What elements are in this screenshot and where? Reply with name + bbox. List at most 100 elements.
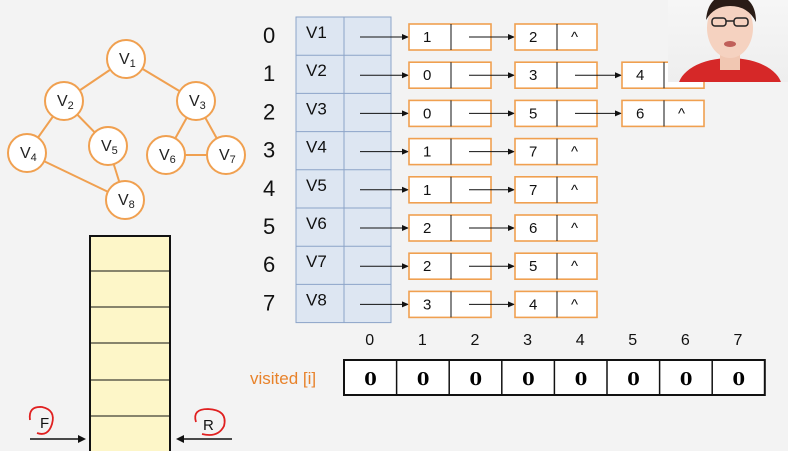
visited-value: 0 — [470, 369, 483, 390]
front-pointer-arrowhead — [78, 435, 86, 443]
visited-value: 0 — [733, 369, 746, 390]
adjacency-row-1: 034^ — [360, 61, 705, 90]
graph-node-label: V1 — [119, 51, 136, 70]
pointer-arrowhead — [508, 34, 515, 40]
graph-edges — [26, 58, 227, 201]
pointer-arrowhead — [508, 301, 515, 308]
adjacency-lists: 12^034^056^17^17^26^25^34^ — [360, 23, 705, 319]
graph-node-circle — [88, 126, 128, 166]
graph-node-v7: V7 — [206, 135, 246, 175]
graph-node-base: V — [118, 192, 129, 209]
rear-circle-mark — [194, 408, 226, 436]
edge-node-value: 1 — [423, 182, 431, 199]
graph-node-circle — [44, 81, 84, 121]
graph-node-label: V3 — [189, 93, 206, 112]
visited-index: 4 — [576, 332, 585, 349]
visited-index: 0 — [365, 332, 374, 349]
visited-value: 0 — [575, 369, 588, 390]
graph-node-sub: 7 — [230, 154, 236, 166]
edge-node-value: 5 — [529, 258, 537, 275]
graph-node-circle — [146, 135, 186, 175]
edge-node-value: 1 — [423, 29, 431, 46]
null-marker: ^ — [571, 220, 578, 237]
edge-node-box — [408, 99, 492, 128]
edge-node-value: 6 — [529, 220, 537, 237]
visited-index: 6 — [681, 332, 690, 349]
pointer-arrowhead — [508, 186, 515, 193]
graph-node-label: V2 — [57, 93, 74, 112]
edge-node-value: 6 — [636, 105, 644, 122]
presenter-video — [668, 0, 788, 82]
vertex-label: V6 — [306, 214, 327, 233]
graph-node-base: V — [159, 147, 170, 164]
row-index: 1 — [263, 61, 275, 86]
graph-node-base: V — [219, 147, 230, 164]
null-marker: ^ — [571, 258, 578, 275]
vertex-label: V8 — [306, 290, 327, 309]
rear-label: R — [203, 417, 214, 434]
visited-value: 0 — [364, 369, 377, 390]
vertex-label: V7 — [306, 252, 327, 271]
row-index: 4 — [263, 176, 275, 201]
pointer-arrowhead — [615, 72, 622, 79]
graph-node-label: V5 — [101, 138, 118, 157]
pointer-arrowhead — [402, 148, 409, 155]
pointer-arrowhead — [615, 110, 622, 117]
edge-node-value: 4 — [529, 296, 537, 313]
graph-node-base: V — [101, 138, 112, 155]
graph-node-circle — [176, 81, 216, 121]
graph-node-circle — [105, 180, 145, 220]
edge-node-value: 7 — [529, 144, 537, 161]
graph-node-v4: V4 — [7, 133, 47, 173]
visited-value: 0 — [522, 369, 535, 390]
pointer-arrowhead — [402, 34, 409, 40]
edge-node-value: 5 — [529, 105, 537, 122]
edge-node-value: 2 — [423, 220, 431, 237]
row-index: 3 — [263, 138, 275, 163]
row-index: 6 — [263, 252, 275, 277]
pointer-arrowhead — [508, 225, 515, 231]
edge-node: 2^ — [514, 23, 598, 51]
graph-node-sub: 2 — [68, 100, 74, 112]
graph-node-sub: 4 — [31, 152, 37, 164]
graph-node-sub: 5 — [112, 145, 118, 157]
visited-index: 1 — [418, 332, 427, 349]
visited-value: 0 — [417, 369, 430, 390]
row-index: 5 — [263, 214, 275, 239]
edge-node: 6^ — [514, 214, 598, 242]
edge-node-value: 0 — [423, 67, 431, 84]
vertex-label: V1 — [306, 23, 327, 42]
null-marker: ^ — [571, 144, 578, 161]
edge-node-box — [621, 99, 705, 128]
edge-node-value: 2 — [423, 258, 431, 275]
pointer-arrowhead — [508, 110, 515, 117]
edge-node-box — [514, 290, 598, 319]
graph-node-label: V4 — [20, 145, 37, 164]
edge-node-box — [514, 23, 598, 51]
edge-node-value: 3 — [423, 296, 431, 313]
edge-node: 6^ — [621, 99, 705, 128]
edge-node-value: 0 — [423, 105, 431, 122]
row-index: 2 — [263, 99, 275, 124]
edge-node-value: 4 — [636, 67, 644, 84]
edge-node: 7^ — [514, 137, 598, 166]
graph-node-base: V — [189, 93, 200, 110]
front-label: F — [40, 415, 49, 432]
visited-index: 7 — [734, 332, 743, 349]
null-marker: ^ — [678, 105, 685, 122]
edge-node-value: 2 — [529, 29, 537, 46]
pointer-arrowhead — [402, 110, 409, 117]
graph-node-label: V7 — [219, 147, 236, 166]
edge-node-box — [514, 252, 598, 280]
graph-node-v8: V8 — [105, 180, 145, 220]
graph-node-label: V6 — [159, 147, 176, 166]
